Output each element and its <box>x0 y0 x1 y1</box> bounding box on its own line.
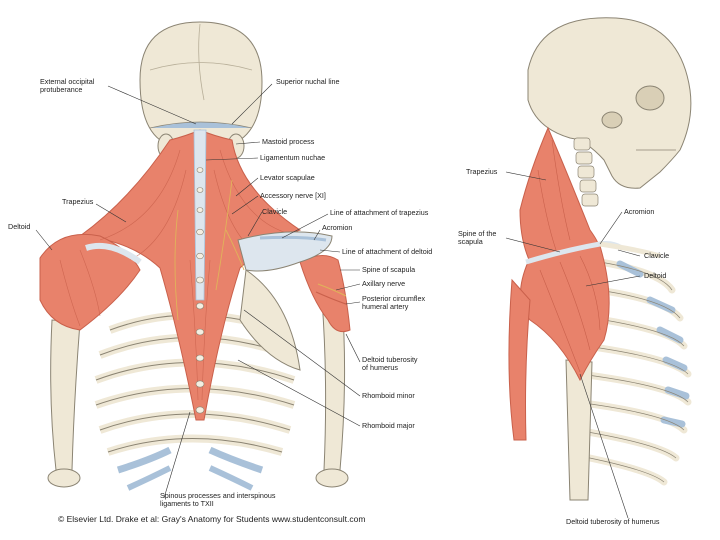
label-deltoid-tuberosity: Deltoid tuberosity of humerus <box>362 355 418 372</box>
deltoid-muscle-left <box>39 233 141 331</box>
ligamentum-nuchae <box>193 129 207 301</box>
posterior-figure <box>39 21 351 491</box>
lateral-humerus-icon <box>565 359 593 501</box>
label-line-attachment-deltoid: Line of attachment of deltoid <box>342 247 433 256</box>
label-trapezius: Trapezius <box>62 197 94 206</box>
label-levator-scapulae: Levator scapulae <box>260 173 315 182</box>
label-external-occipital-protuberance: External occipital protuberance <box>40 77 95 94</box>
accessory-nerve <box>174 179 245 321</box>
label-lateral-clavicle: Clavicle <box>644 251 670 260</box>
label-deltoid: Deltoid <box>8 222 31 231</box>
label-superior-nuchal-line: Superior nuchal line <box>276 77 340 86</box>
label-axillary-nerve: Axillary nerve <box>362 279 406 288</box>
axillary-nerve <box>317 283 347 297</box>
label-lateral-deltoid: Deltoid <box>644 271 667 280</box>
spinous-processes <box>195 167 205 414</box>
leader-lines <box>35 83 641 519</box>
humerus-icon <box>47 299 349 488</box>
label-clavicle: Clavicle <box>262 207 288 216</box>
scapula-icon <box>237 231 333 371</box>
lateral-skull-icon <box>527 17 692 189</box>
label-acromion: Acromion <box>322 223 353 232</box>
label-spine-of-scapula: Spine of scapula <box>362 265 416 274</box>
label-line-attachment-trapezius: Line of attachment of trapezius <box>330 208 429 217</box>
copyright-credit: © Elsevier Ltd. Drake et al: Gray's Anat… <box>58 514 366 524</box>
label-ligamentum-nuchae: Ligamentum nuchae <box>260 153 326 162</box>
lateral-figure <box>508 17 692 501</box>
label-posterior-circumflex: Posterior circumflex humeral artery <box>362 294 426 311</box>
label-rhomboid-major: Rhomboid major <box>362 421 415 430</box>
label-spinous-processes: Spinous processes and interspinous ligam… <box>160 491 276 508</box>
label-rhomboid-minor: Rhomboid minor <box>362 391 415 400</box>
label-lateral-trapezius: Trapezius <box>466 167 498 176</box>
label-lateral-spine-of-scapula: Spine of the scapula <box>458 229 497 246</box>
label-mastoid-process: Mastoid process <box>262 137 315 146</box>
lateral-deltoid-muscle <box>519 245 610 382</box>
cervical-spine <box>573 137 599 207</box>
label-lateral-acromion: Acromion <box>624 207 655 216</box>
label-accessory-nerve: Accessory nerve [XI] <box>260 191 326 200</box>
label-lateral-deltoid-tuberosity: Deltoid tuberosity of humerus <box>566 517 660 526</box>
deltoid-muscle-right <box>299 255 351 333</box>
